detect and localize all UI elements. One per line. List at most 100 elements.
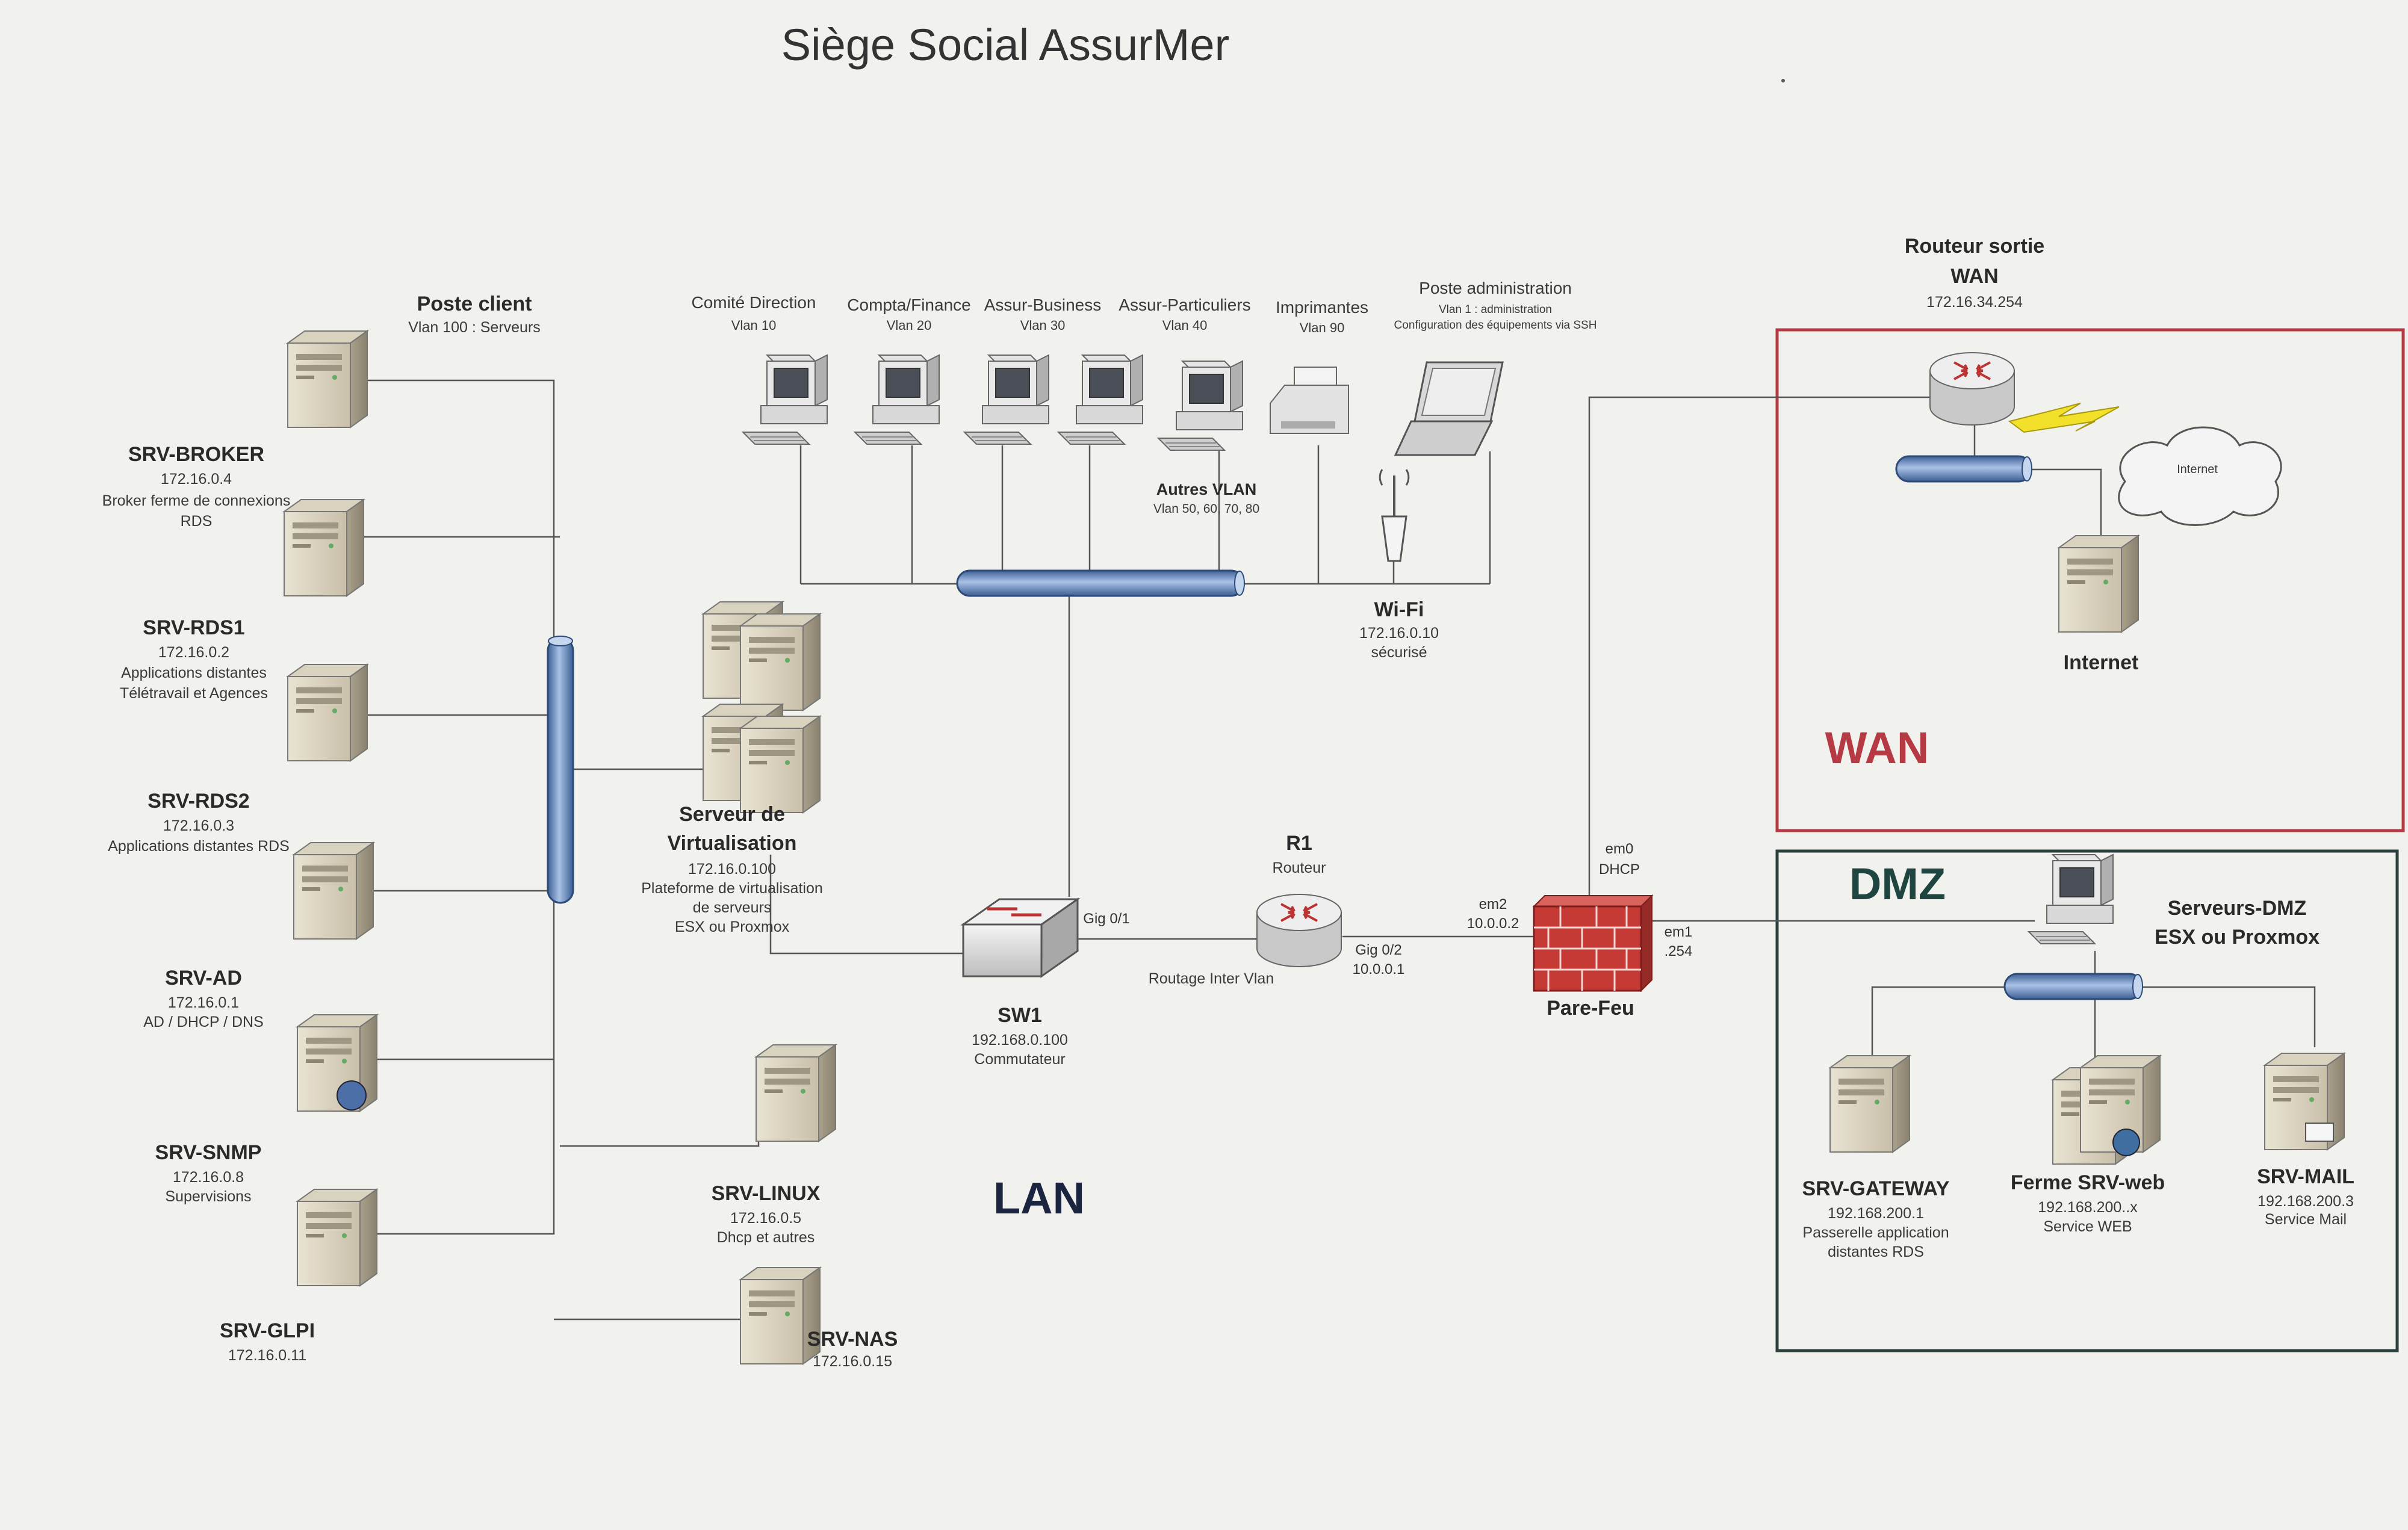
r1-port-ip: 10.0.0.1 bbox=[1353, 961, 1405, 977]
dmz-zone-border bbox=[1775, 849, 2399, 1352]
fw-em0-desc: DHCP bbox=[1599, 861, 1640, 878]
fw-em2-ip: 10.0.0.2 bbox=[1467, 915, 1519, 932]
virtualisation-name2: Virtualisation bbox=[668, 832, 797, 855]
vlan40-name: Assur-Particuliers bbox=[1119, 296, 1250, 314]
sw1-desc: Commutateur bbox=[974, 1051, 1065, 1068]
r1-desc: Routeur bbox=[1273, 859, 1326, 876]
srv-glpi-ip: 172.16.0.11 bbox=[228, 1347, 306, 1364]
wan-link-bolt-icon bbox=[2008, 403, 2120, 433]
srv-rds1-ip: 172.16.0.2 bbox=[158, 644, 229, 661]
pc-comite-direction-icon bbox=[742, 355, 828, 445]
vlan30-id: Vlan 30 bbox=[1020, 318, 1066, 333]
sw1-name: SW1 bbox=[998, 1004, 1042, 1027]
page-title: Siège Social AssurMer bbox=[781, 20, 1229, 70]
fw-em1: em1 bbox=[1665, 924, 1693, 940]
srv-ad-icon bbox=[297, 1014, 377, 1112]
srv-web-name: Ferme SRV-web bbox=[2011, 1171, 2165, 1194]
switch-icon bbox=[960, 897, 1081, 978]
firewall-name: Pare-Feu bbox=[1547, 997, 1634, 1020]
autres-vlan-name: Autres VLAN bbox=[1156, 480, 1257, 498]
srv-rds1-icon bbox=[287, 664, 368, 761]
fw-em0: em0 bbox=[1606, 841, 1634, 857]
r1-router-icon bbox=[1256, 893, 1342, 968]
srv-mail-ip: 192.168.200.3 bbox=[2258, 1193, 2354, 1210]
poste-client-label: Poste client bbox=[417, 293, 532, 315]
dmz-zone-label: DMZ bbox=[1849, 859, 1946, 909]
virtualisation-desc1: Plateforme de virtualisation bbox=[641, 880, 823, 897]
srv-web-desc: Service WEB bbox=[2043, 1218, 2132, 1235]
srv-snmp-desc1: Supervisions bbox=[165, 1188, 251, 1205]
srv-web-ip: 192.168.200..x bbox=[2038, 1199, 2138, 1216]
r1-port: Gig 0/2 bbox=[1355, 942, 1401, 958]
srv-ad-ip: 172.16.0.1 bbox=[168, 994, 239, 1011]
virtualisation-desc2: de serveurs bbox=[693, 899, 772, 916]
lan-vlan-bus bbox=[956, 569, 1245, 597]
srv-rds2-ip: 172.16.0.3 bbox=[163, 817, 234, 834]
sw1-port: Gig 0/1 bbox=[1083, 911, 1129, 927]
paper-dot bbox=[1781, 79, 1785, 82]
dmz-pc-icon bbox=[2028, 854, 2114, 944]
pc-compta-finance-icon bbox=[854, 355, 940, 445]
srv-snmp-name: SRV-SNMP bbox=[155, 1141, 262, 1164]
mail-envelope-icon bbox=[2305, 1123, 2334, 1142]
srv-gateway-ip: 192.168.200.1 bbox=[1828, 1205, 1924, 1222]
poste-client-vlan: Vlan 100 : Serveurs bbox=[408, 319, 541, 336]
srv-mail-icon bbox=[2264, 1053, 2345, 1150]
internet-cloud-icon bbox=[2118, 426, 2282, 526]
srv-snmp-icon bbox=[297, 1189, 377, 1286]
srv-broker-ip: 172.16.0.4 bbox=[161, 471, 232, 488]
wan-router-icon bbox=[1929, 352, 2015, 426]
srv-broker-desc2: RDS bbox=[181, 513, 213, 530]
srv-rds2-name: SRV-RDS2 bbox=[147, 790, 249, 813]
poste-admin-vlan: Vlan 1 : administration bbox=[1439, 303, 1552, 316]
srv-web-farm-icon bbox=[2052, 1055, 2161, 1165]
autres-vlan-ids: Vlan 50, 60, 70, 80 bbox=[1153, 502, 1259, 516]
vlan20-id: Vlan 20 bbox=[887, 318, 932, 333]
wifi-ip: 172.16.0.10 bbox=[1359, 625, 1439, 642]
srv-linux-name: SRV-LINUX bbox=[712, 1182, 821, 1205]
fw-em1-ip: .254 bbox=[1665, 943, 1693, 959]
internet-pc-label: Internet bbox=[2064, 651, 2139, 674]
wan-router-name1: Routeur sortie bbox=[1905, 235, 2044, 258]
srv-snmp-ip: 172.16.0.8 bbox=[173, 1169, 244, 1186]
srv-gateway-icon bbox=[1829, 1055, 1910, 1153]
virtualisation-ip: 172.16.0.100 bbox=[688, 861, 776, 878]
pc-assur-particuliers-1-icon bbox=[1058, 355, 1143, 445]
dmz-servers-label2: ESX ou Proxmox bbox=[2155, 926, 2320, 949]
wifi-name: Wi-Fi bbox=[1374, 598, 1424, 621]
poste-admin-desc: Configuration des équipements via SSH bbox=[1394, 319, 1597, 332]
srv-nas-name: SRV-NAS bbox=[807, 1328, 898, 1351]
internet-cloud-label: Internet bbox=[2177, 463, 2218, 476]
vlan90-id: Vlan 90 bbox=[1300, 320, 1345, 335]
srv-gateway-desc1: Passerelle application bbox=[1802, 1224, 1949, 1241]
dmz-bus bbox=[2003, 973, 2143, 1000]
virtualisation-name1: Serveur de bbox=[679, 803, 785, 826]
vlan30-name: Assur-Business bbox=[984, 296, 1102, 314]
wan-zone-label: WAN bbox=[1825, 723, 1929, 773]
srv-broker-desc1: Broker ferme de connexions bbox=[102, 492, 291, 509]
virtualisation-server-icon bbox=[703, 601, 821, 813]
srv-gateway-desc2: distantes RDS bbox=[1828, 1244, 1924, 1260]
vlan10-name: Comité Direction bbox=[692, 293, 816, 312]
virtualisation-desc3: ESX ou Proxmox bbox=[675, 918, 790, 935]
srv-broker-name: SRV-BROKER bbox=[128, 443, 264, 466]
r1-name: R1 bbox=[1286, 832, 1312, 855]
srv-ad-name: SRV-AD bbox=[165, 967, 242, 990]
srv-glpi-name: SRV-GLPI bbox=[220, 1319, 315, 1342]
pc-assur-particuliers-2-icon bbox=[1158, 361, 1243, 451]
srv-mail-name: SRV-MAIL bbox=[2257, 1165, 2354, 1188]
vlan40-id: Vlan 40 bbox=[1162, 318, 1208, 333]
srv-rds2-icon bbox=[293, 842, 374, 940]
srv-rds1-desc1: Applications distantes bbox=[121, 664, 267, 681]
srv-broker-icon bbox=[284, 499, 364, 596]
srv-rds1-name: SRV-RDS1 bbox=[143, 616, 244, 639]
srv-ad-desc1: AD / DHCP / DNS bbox=[143, 1014, 264, 1030]
srv-rds2-desc1: Applications distantes RDS bbox=[108, 838, 290, 855]
internet-pc-icon bbox=[2058, 535, 2139, 633]
r1-routing: Routage Inter Vlan bbox=[1149, 970, 1274, 987]
srv-gateway-name: SRV-GATEWAY bbox=[1802, 1177, 1950, 1200]
wifi-desc: sécurisé bbox=[1371, 644, 1427, 661]
srv-linux-desc: Dhcp et autres bbox=[717, 1229, 815, 1246]
srv-linux-ip: 172.16.0.5 bbox=[730, 1210, 801, 1227]
